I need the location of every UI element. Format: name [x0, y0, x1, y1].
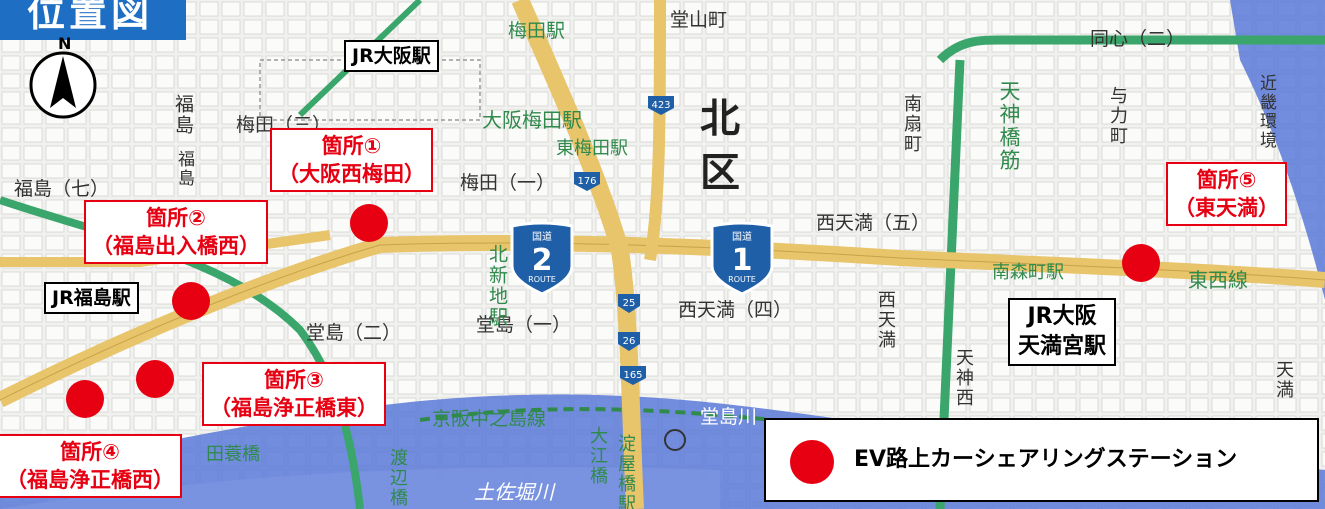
legend-label: EV路上カーシェアリングステーション	[854, 447, 1238, 472]
jr-loop-line	[936, 35, 1325, 64]
label-yodoyabashi-station: 淀屋橋駅	[615, 434, 636, 509]
label-tozai-line: 東西線	[1188, 268, 1248, 292]
route-176-shield-icon: 176	[574, 172, 600, 191]
label-dojima-river: 堂島川	[700, 406, 758, 428]
callout-2-label: 箇所②	[146, 206, 206, 230]
legend-marker-icon	[790, 440, 834, 484]
label-ooebashi: 大江橋	[587, 426, 608, 486]
route-25-number: 25	[623, 298, 636, 309]
route-2-number: 2	[532, 243, 553, 278]
jr-osakatenmangu-line1: JR大阪	[1027, 304, 1097, 329]
route-1-number: 1	[732, 243, 753, 278]
route-423-number: 423	[651, 100, 670, 111]
label-dojima-1: 堂島（一）	[476, 314, 572, 336]
callout-4-label: 箇所④	[60, 440, 120, 464]
compass-north-label: N	[58, 34, 72, 53]
route-423-shield-icon: 423	[648, 96, 674, 115]
ev-station-4-marker[interactable]	[66, 380, 104, 418]
callout-site-3: 箇所③ （福島浄正橋東）	[202, 362, 386, 426]
label-yorikimachi: 与力町	[1107, 86, 1128, 146]
label-watanabebashi: 渡辺橋	[387, 448, 408, 508]
landmark-circle	[664, 429, 686, 451]
label-tenma: 天満	[1273, 360, 1294, 400]
route-1-top: 国道	[732, 230, 752, 243]
route-423-road	[644, 0, 666, 261]
callout-1-sub: （大阪西梅田）	[278, 162, 425, 186]
route-25-shield-icon: 25	[618, 294, 640, 313]
route-2-bottom: ROUTE	[528, 275, 556, 284]
ev-station-5-marker[interactable]	[1122, 244, 1160, 282]
map-legend: EV路上カーシェアリングステーション	[764, 418, 1319, 502]
map-title: 位置図	[0, 0, 186, 40]
route-165-shield-icon: 165	[620, 366, 646, 385]
label-minobashi: 田蓑橋	[206, 444, 260, 465]
okawa-river	[1230, 0, 1325, 300]
label-kita: 北	[700, 96, 740, 142]
callout-2-sub: （福島出入橋西）	[92, 234, 260, 258]
label-higashi-umeda-station: 東梅田駅	[556, 138, 628, 159]
callout-site-1: 箇所① （大阪西梅田）	[270, 128, 433, 192]
label-tosabori-river: 土佐堀川	[474, 480, 554, 504]
callout-3-sub: （福島浄正橋東）	[210, 396, 378, 420]
callout-3-label: 箇所③	[264, 368, 324, 392]
label-osaka-umeda-station: 大阪梅田駅	[482, 108, 582, 132]
callout-site-2: 箇所② （福島出入橋西）	[84, 200, 268, 264]
jr-osaka-station-label: JR大阪駅	[344, 40, 439, 72]
label-fukushima-vertical: 福島	[172, 94, 194, 136]
callout-site-4: 箇所④ （福島浄正橋西）	[0, 434, 182, 498]
callout-5-sub: （東天満）	[1174, 196, 1279, 220]
label-kitashinchi-station: 北新地駅	[486, 244, 508, 328]
jr-osakatenmangu-station-label: JR大阪 天満宮駅	[1008, 298, 1117, 366]
north-compass-icon	[29, 51, 97, 119]
national-route-1-shield-icon: 国道 1 ROUTE	[710, 222, 774, 296]
route-26-shield-icon: 26	[618, 332, 640, 351]
label-kinki-env: 近畿環境	[1256, 74, 1276, 150]
ev-station-1-marker[interactable]	[350, 204, 388, 242]
label-nishitenma-5: 西天満（五）	[816, 212, 931, 234]
jr-fukushima-station-label: JR福島駅	[44, 282, 139, 314]
label-nishitenma-vertical: 西天満	[875, 290, 896, 350]
label-umeda-station: 梅田駅	[508, 20, 566, 42]
route-176-number: 176	[577, 176, 596, 187]
callout-1-label: 箇所①	[321, 134, 382, 158]
route-2-top: 国道	[532, 230, 552, 243]
label-dojima-2: 堂島（二）	[306, 322, 402, 344]
label-doyamacho: 堂山町	[670, 9, 728, 31]
ev-station-2-marker[interactable]	[172, 282, 210, 320]
callout-5-label: 箇所⑤	[1196, 168, 1257, 192]
midosuji-road	[511, 0, 644, 509]
label-fukushima-7: 福島（七）	[14, 178, 110, 200]
label-ku: 区	[700, 150, 740, 196]
route-165-number: 165	[623, 370, 642, 381]
route-26-number: 26	[623, 336, 636, 347]
label-minamimorimachi-station: 南森町駅	[992, 262, 1064, 283]
label-minami-ogimachi: 南扇町	[901, 94, 922, 154]
route-1-bottom: ROUTE	[728, 275, 756, 284]
jr-osakatenmangu-line2: 天満宮駅	[1018, 334, 1107, 359]
ev-station-3-marker[interactable]	[136, 360, 174, 398]
callout-4-sub: （福島浄正橋西）	[6, 468, 174, 492]
callout-site-5: 箇所⑤ （東天満）	[1166, 162, 1287, 226]
label-tenjin-nishi: 天神西	[953, 348, 974, 408]
label-doshin: 同心（二）	[1090, 28, 1186, 50]
label-tenjinbashisuji: 天神橋筋	[997, 80, 1021, 172]
national-route-2-shield-icon: 国道 2 ROUTE	[510, 222, 574, 296]
label-umeda-1: 梅田（一）	[460, 172, 556, 194]
label-keihan-nakanoshima-line: 京阪中之島線	[432, 408, 547, 430]
label-nishitenma-4: 西天満（四）	[678, 299, 793, 321]
